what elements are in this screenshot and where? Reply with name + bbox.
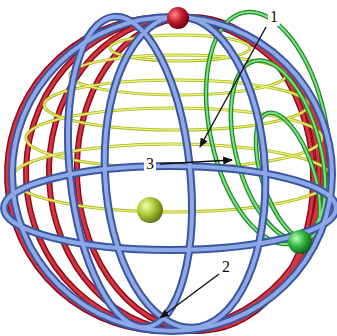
leader-lines <box>160 27 266 318</box>
callout-number: 3 <box>144 155 156 173</box>
blue-rings <box>4 11 336 334</box>
green-point <box>288 230 312 254</box>
red-point <box>167 7 189 29</box>
callout-number: 1 <box>268 8 280 26</box>
red-rings <box>0 9 337 336</box>
callout-number: 2 <box>220 258 232 276</box>
yellow-point <box>137 197 163 223</box>
